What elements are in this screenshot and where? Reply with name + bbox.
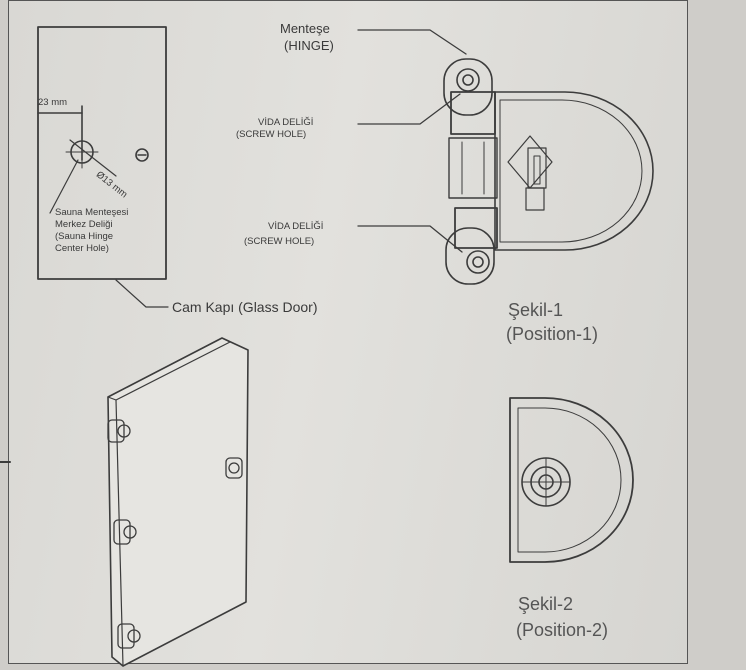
figure-1-subtitle: (Position-1) [506, 324, 599, 344]
hinge-bottom-hole [466, 250, 490, 274]
hinge-top-block [450, 91, 496, 135]
iso-door-edge [107, 337, 231, 401]
hole-note-line-3: (Sauna Hinge [55, 231, 114, 242]
screw-hole-top-en: (SCREW HOLE) [236, 129, 307, 140]
hole-note-line-2: Merkez Deliği [55, 219, 113, 230]
screw-hole-bottom-en: (SCREW HOLE) [244, 236, 315, 247]
iso-hinge-bottom [117, 623, 141, 649]
hinge2-d-body [509, 397, 634, 563]
screw-hole-top-leader [357, 93, 461, 125]
hinge-slot-detail-3 [525, 187, 545, 211]
hinge-top-hole-inner [462, 74, 474, 86]
screw-hole-bottom-tr: VİDA DELİĞİ [268, 221, 324, 232]
hinge-label-leader [357, 29, 467, 55]
glass-door-outline [37, 26, 167, 280]
hinge-bottom-block [454, 207, 498, 249]
door-screw-symbol [135, 148, 149, 162]
hinge-d-body [494, 91, 654, 251]
figure-2-title: Şekil-2 [518, 594, 574, 614]
iso-hinge-middle [113, 519, 137, 545]
hinge2-d-inner [517, 407, 622, 553]
hinge-bottom-lug [445, 227, 495, 285]
hinge-position-2 [509, 397, 634, 563]
hole-note-line-4: Center Hole) [55, 243, 109, 254]
glass-door-leader [115, 279, 169, 308]
hinge-bottom-hole-inner [472, 256, 484, 268]
iso-door-thickness [115, 399, 124, 667]
hinge-slot-detail-1 [527, 147, 547, 189]
hinge-top-hole [456, 68, 480, 92]
hinge-diamond-detail [507, 135, 553, 189]
hinge-middle-barrel [448, 137, 498, 199]
figure-2-subtitle: (Position-2) [516, 620, 609, 640]
figure-1-title: Şekil-1 [508, 300, 564, 320]
hinge-top-lug [443, 58, 493, 116]
screw-hole-bottom-leader [357, 225, 463, 253]
hole-note-line-1: Sauna Menteşesi [55, 207, 129, 218]
iso-hinge-top [107, 419, 131, 443]
hinge-slot-detail-2 [533, 155, 541, 185]
dimension-23mm-label: 23 mm [38, 97, 68, 108]
iso-door-front [107, 337, 249, 667]
isometric-door [107, 337, 249, 667]
hinge-label-en: (HINGE) [284, 38, 334, 53]
iso-handle [225, 457, 243, 479]
hinge-label-tr: Menteşe [280, 21, 330, 36]
screw-hole-top-tr: VİDA DELİĞİ [258, 117, 314, 128]
hole-note-leader [49, 159, 79, 214]
glass-door-label: Cam Kapı (Glass Door) [172, 299, 318, 315]
diameter-leader [69, 139, 117, 177]
hinge-d-body-inner [499, 99, 643, 243]
hinge-position-1 [443, 58, 654, 285]
